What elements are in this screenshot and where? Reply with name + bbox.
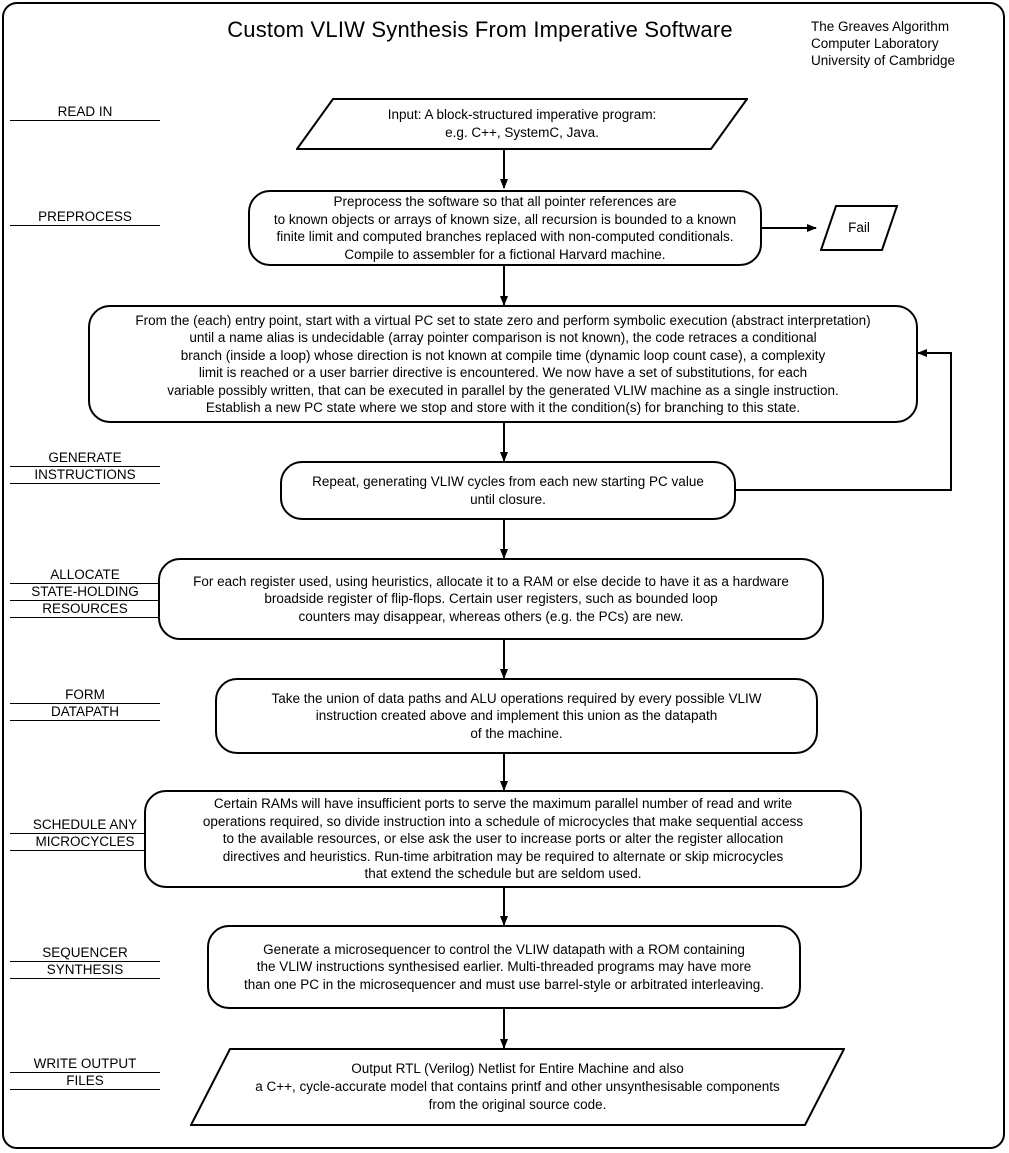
stage-label-line: INSTRUCTIONS [10,467,160,484]
text-line: directives and heuristics. Run-time arbi… [222,848,784,864]
text-line: to the available resources, or else ask … [222,831,784,847]
credit-line-1: The Greaves Algorithm [811,19,950,34]
text-line: until a name alias is undecidable (array… [189,330,817,345]
text-line: broadside register of flip-flops. Certai… [264,591,718,607]
stage-label-schedule-microcycles: SCHEDULE ANY MICROCYCLES [10,817,160,851]
stage-label-line: RESOURCES [10,601,160,618]
node-output-text: Output RTL (Verilog) Netlist for Entire … [190,1048,845,1126]
text-line: Fail [848,220,870,235]
text-line: For each register used, using heuristics… [193,573,789,589]
credit-line-3: University of Cambridge [811,53,956,68]
node-repeat[interactable]: Repeat, generating VLIW cycles from each… [280,461,736,520]
text-line: Certain RAMs will have insufficient port… [213,796,793,812]
stage-label-sequencer-synthesis: SEQUENCER SYNTHESIS [10,945,160,979]
node-form-datapath[interactable]: Take the union of data paths and ALU ope… [215,678,818,754]
page-title: Custom VLIW Synthesis From Imperative So… [227,17,733,42]
node-allocate-resources-text: For each register used, using heuristics… [193,573,789,626]
text-line: of the machine. [470,725,563,741]
text-line: Input: A block-structured imperative pro… [387,107,657,122]
node-form-datapath-text: Take the union of data paths and ALU ope… [271,690,761,743]
stage-label-read-in: READ IN [10,104,160,121]
node-preprocess-text: Preprocess the software so that all poin… [274,193,736,263]
stage-label-line: FORM [10,687,160,704]
stage-label-line: PREPROCESS [10,209,160,226]
text-line: Preprocess the software so that all poin… [333,194,677,209]
node-repeat-text: Repeat, generating VLIW cycles from each… [312,473,704,508]
text-line: than one PC in the microsequencer and mu… [243,976,765,992]
stage-label-preprocess: PREPROCESS [10,209,160,226]
node-sequencer-synthesis-text: Generate a microsequencer to control the… [244,941,764,994]
node-output-parallelogram[interactable]: Output RTL (Verilog) Netlist for Entire … [190,1048,845,1126]
text-line: limit is reached or a user barrier direc… [198,365,808,380]
stage-label-line: WRITE OUTPUT [10,1056,160,1073]
stage-label-form-datapath: FORM DATAPATH [10,687,160,721]
stage-label-allocate: ALLOCATE STATE-HOLDING RESOURCES [10,567,160,618]
stage-label-line: SEQUENCER [10,945,160,962]
text-line: counters may disappear, whereas others (… [298,608,684,624]
text-line: Compile to assembler for a fictional Har… [344,246,666,262]
node-input-parallelogram[interactable]: Input: A block-structured imperative pro… [296,98,748,150]
stage-label-write-output-files: WRITE OUTPUT FILES [10,1056,160,1090]
text-line: Take the union of data paths and ALU ope… [271,690,762,706]
node-input-text: Input: A block-structured imperative pro… [296,98,748,150]
text-line: From the (each) entry point, start with … [135,312,871,328]
stage-label-generate-instructions: GENERATE INSTRUCTIONS [10,450,160,484]
node-allocate-resources[interactable]: For each register used, using heuristics… [158,558,824,640]
stage-label-line: DATAPATH [10,704,160,721]
text-line: Establish a new PC state where we stop a… [205,400,801,415]
node-preprocess[interactable]: Preprocess the software so that all poin… [248,190,762,266]
stage-label-line: SCHEDULE ANY [10,817,160,834]
text-line: to known objects or arrays of known size… [273,211,737,227]
stage-label-line: ALLOCATE [10,567,160,584]
text-line: Output RTL (Verilog) Netlist for Entire … [351,1061,684,1076]
stage-label-line: READ IN [10,104,160,121]
stage-label-line: SYNTHESIS [10,962,160,979]
node-fail-parallelogram[interactable]: Fail [820,205,898,251]
node-schedule-microcycles[interactable]: Certain RAMs will have insufficient port… [144,790,862,888]
text-line: branch (inside a loop) whose direction i… [180,347,826,363]
text-line: variable possibly written, that can be e… [167,382,839,398]
text-line: until closure. [470,491,546,507]
node-schedule-microcycles-text: Certain RAMs will have insufficient port… [203,795,803,883]
stage-label-line: GENERATE [10,450,160,467]
node-fail-text: Fail [820,205,898,251]
stage-label-line: MICROCYCLES [10,834,160,851]
node-symbolic-execution-text: From the (each) entry point, start with … [135,312,870,417]
text-line: instruction created above and implement … [315,708,718,724]
text-line: from the original source code. [428,1097,607,1112]
text-line: a C++, cycle-accurate model that contain… [255,1079,780,1094]
node-symbolic-execution[interactable]: From the (each) entry point, start with … [88,305,918,423]
node-sequencer-synthesis[interactable]: Generate a microsequencer to control the… [207,925,801,1009]
text-line: the VLIW instructions synthesised earlie… [256,959,752,975]
text-line: that extend the schedule but are seldom … [364,866,642,882]
credit-block: The Greaves Algorithm Computer Laborator… [811,18,991,69]
text-line: finite limit and computed branches repla… [276,229,734,244]
text-line: operations required, so divide instructi… [202,813,804,829]
credit-line-2: Computer Laboratory [811,36,939,51]
stage-label-line: STATE-HOLDING [10,584,160,601]
text-line: e.g. C++, SystemC, Java. [445,125,599,140]
text-line: Generate a microsequencer to control the… [263,941,745,957]
stage-label-line: FILES [10,1073,160,1090]
text-line: Repeat, generating VLIW cycles from each… [312,474,704,489]
